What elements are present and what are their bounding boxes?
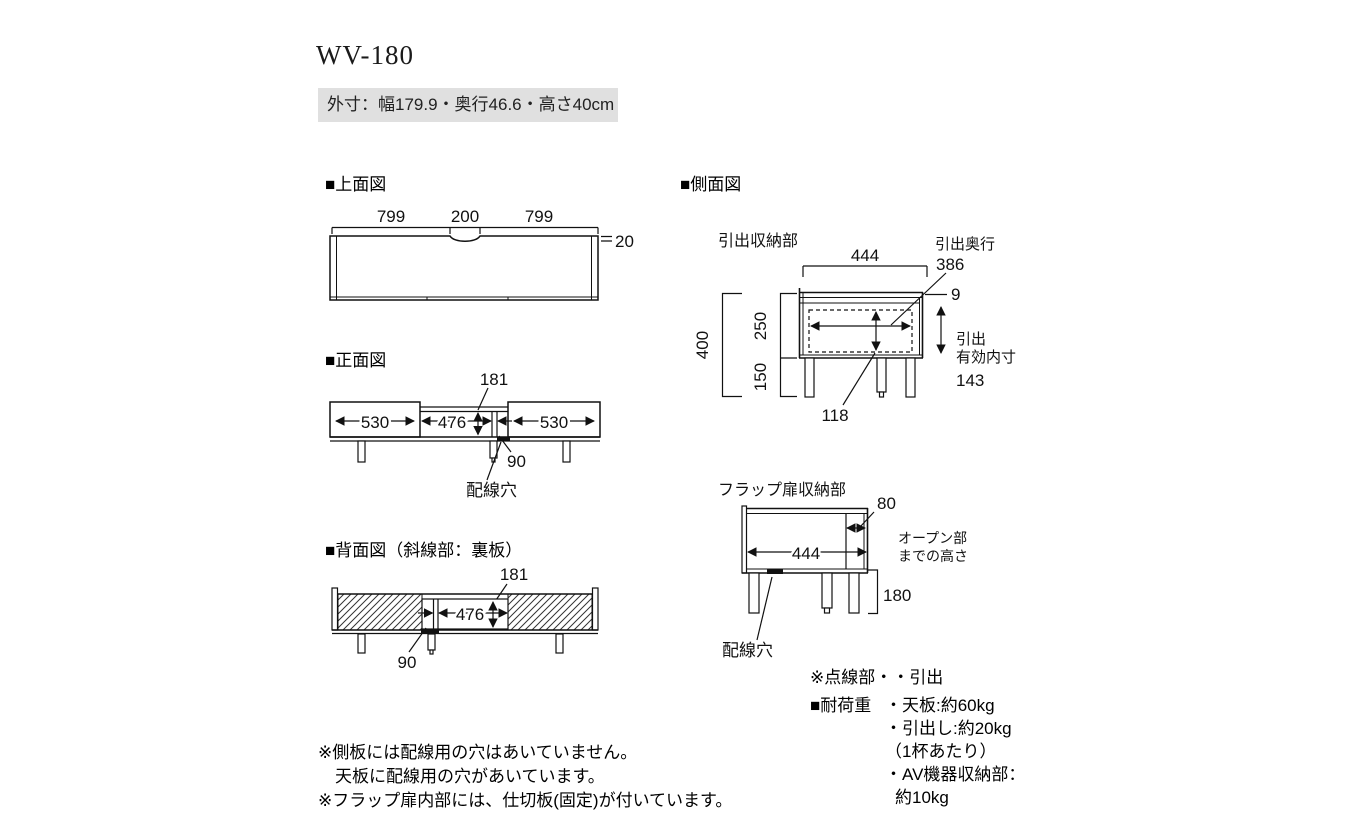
top-dim-right: 799 — [525, 207, 553, 226]
front-view-drawing: 181 530 476 530 90 配線穴 — [329, 370, 601, 500]
drawer-dim-depth: 386 — [936, 255, 964, 274]
drawer-inner-label-2: 有効内寸 — [956, 349, 1016, 366]
drawer-dim-leg-height: 150 — [751, 363, 770, 391]
top-view-heading: ■上面図 — [325, 175, 387, 194]
notes-left: ※側板には配線用の穴はあいていません。 天板に配線用の穴があいています。 ※フラ… — [318, 741, 732, 813]
back-dim-gap: 90 — [398, 653, 417, 672]
flap-dim-open-depth: 80 — [877, 494, 896, 513]
flap-wiring-hole-label: 配線穴 — [722, 641, 773, 660]
front-dim-left: 530 — [361, 413, 389, 432]
dotted-line-note: ※点線部・・引出 — [810, 668, 944, 687]
front-dim-right: 530 — [540, 413, 568, 432]
top-dim-center: 200 — [451, 207, 479, 226]
load-item: ・天板:約60kg — [885, 696, 995, 715]
front-dim-gap: 90 — [507, 452, 526, 471]
load-capacity-row: ■耐荷重 ・天板:約60kg ・引出し:約20kg （1杯あたり） ・AV機器収… — [810, 694, 1025, 809]
front-dim-center: 476 — [438, 413, 466, 432]
page-title: WV-180 — [316, 40, 414, 70]
outer-dimensions-badge: 外寸：幅179.9・奥行46.6・高さ40cm — [318, 88, 618, 122]
back-dim-opening-height: 181 — [500, 565, 528, 584]
drawer-inner-label-1: 引出 — [956, 331, 986, 348]
top-dim-left: 799 — [377, 207, 405, 226]
back-view-heading: ■背面図（斜線部：裏板） — [325, 541, 523, 560]
flap-dim-width: 444 — [792, 544, 820, 563]
front-view-heading: ■正面図 — [325, 351, 387, 370]
top-view-drawing: 799 200 799 20 — [329, 205, 634, 301]
load-item: 約10kg — [895, 788, 949, 807]
load-item: ・AV機器収納部： — [885, 765, 1026, 784]
back-dim-center: 476 — [456, 605, 484, 624]
drawer-section-label: 引出収納部 — [718, 232, 798, 250]
drawer-depth-label: 引出奥行 — [935, 236, 995, 253]
drawer-dim-body-height: 250 — [751, 312, 770, 340]
drawer-dim-width: 444 — [851, 246, 879, 265]
side-view-flap-drawing: フラップ扉収納部 80 444 180 オープン部 までの高さ 配線穴 — [718, 481, 968, 660]
note-line: ※フラップ扉内部には、仕切板(固定)が付いています。 — [318, 791, 733, 810]
side-view-heading: ■側面図 — [680, 175, 742, 194]
drawer-dim-inner-height: 143 — [956, 371, 984, 390]
front-dim-opening-height: 181 — [480, 370, 508, 389]
load-capacity-items: ・天板:約60kg ・引出し:約20kg （1杯あたり） ・AV機器収納部： 約… — [885, 694, 1025, 809]
back-view-drawing: 181 476 90 — [331, 565, 599, 672]
note-line: ※側板には配線用の穴はあいていません。 — [318, 743, 638, 762]
load-item: ・引出し:約20kg — [885, 719, 1012, 738]
note-line: 天板に配線用の穴があいています。 — [335, 767, 605, 786]
load-item: （1杯あたり） — [885, 742, 997, 761]
flap-section-label: フラップ扉収納部 — [718, 481, 846, 499]
load-capacity-heading: ■耐荷重 — [810, 696, 872, 715]
drawer-dim-height: 118 — [821, 406, 848, 425]
drawer-dim-total-height: 400 — [693, 331, 712, 359]
notes-right: ※点線部・・引出 ■耐荷重 ・天板:約60kg ・引出し:約20kg （1杯あた… — [810, 666, 1025, 809]
flap-open-height-label-2: までの高さ — [898, 548, 968, 564]
side-view-drawer-drawing: 引出収納部 444 9 引出奥行 386 引出 有効内寸 143 400 250… — [693, 232, 1016, 425]
drawer-dim-top-gap: 9 — [951, 285, 960, 304]
top-dim-thickness: 20 — [615, 232, 634, 251]
flap-dim-floor-height: 180 — [883, 586, 911, 605]
flap-open-height-label-1: オープン部 — [898, 530, 967, 546]
front-wiring-hole-label: 配線穴 — [466, 481, 517, 500]
